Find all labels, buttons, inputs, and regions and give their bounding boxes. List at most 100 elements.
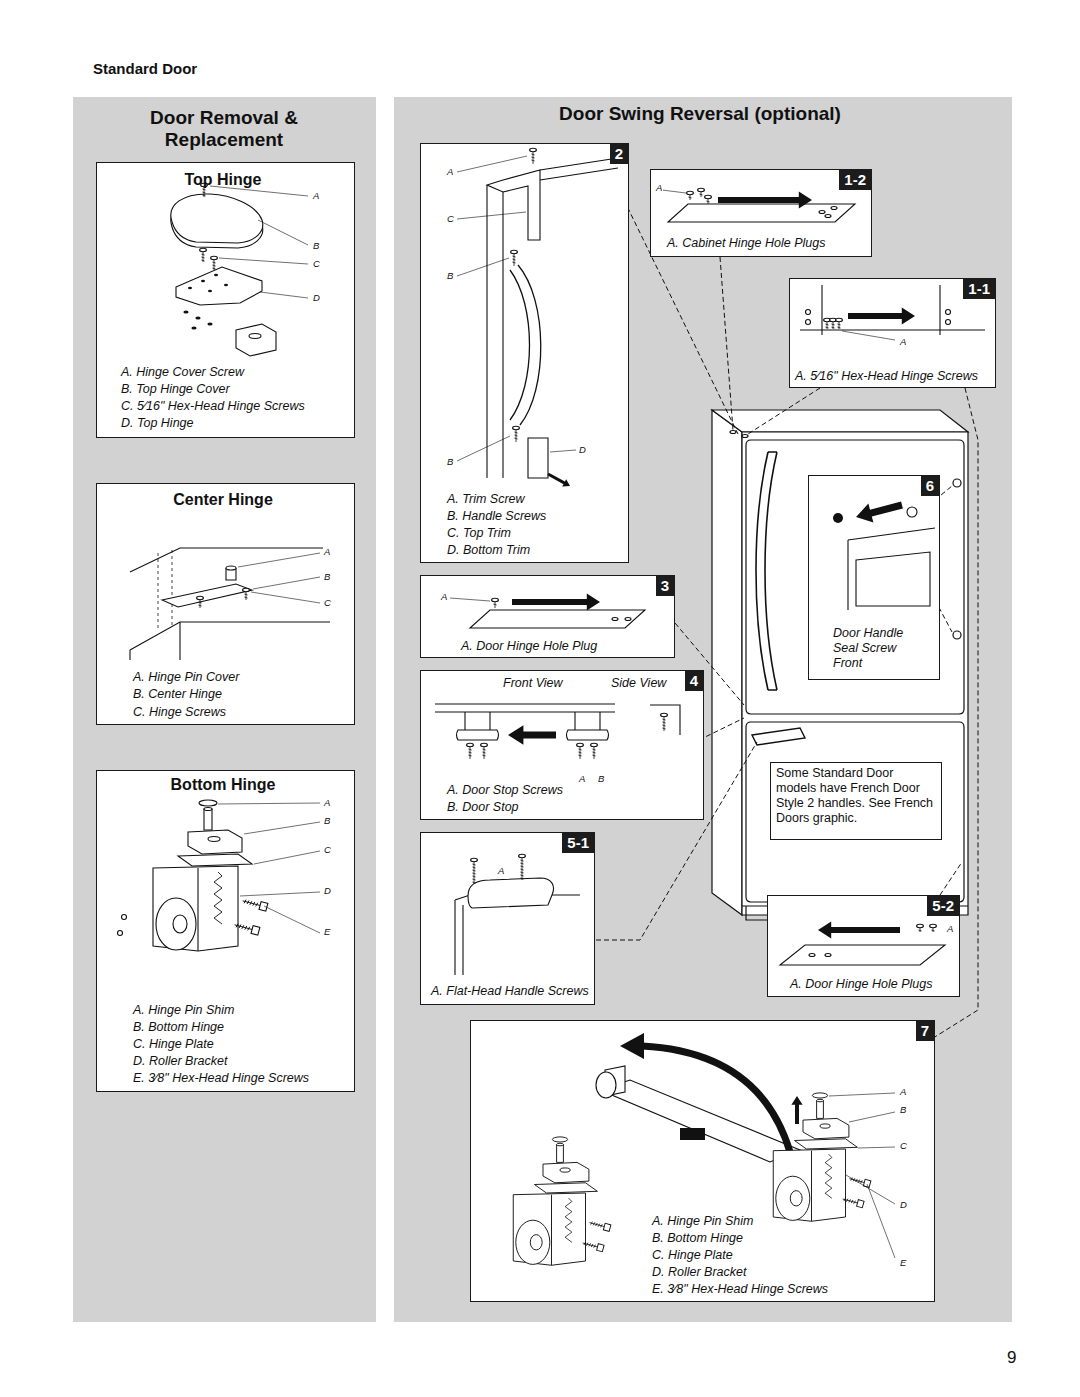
box-heading: Top Hinge (97, 170, 349, 189)
callout-letter: A (655, 183, 663, 193)
box-ground (420, 832, 595, 1005)
legend-line: C. Hinge Screws (133, 705, 226, 720)
box-ground (650, 169, 872, 257)
page-number: 9 (1007, 1349, 1016, 1368)
callout-letter: A (899, 1087, 907, 1097)
step-number: 1-1 (963, 279, 995, 299)
legend-line: A. Door Stop Screws (447, 783, 563, 798)
callout-letter: D (323, 886, 332, 896)
hinge-box: Bottom Hinge A. Hinge Pin Shim B. Bottom H… (96, 770, 355, 1092)
callout-letter: D (899, 1200, 908, 1210)
view-label: Side View (611, 676, 666, 691)
callout-letter: D (312, 293, 321, 303)
step-number: 6 (921, 476, 939, 496)
legend-line: C. Hinge Plate (652, 1248, 733, 1263)
box-ground (420, 575, 675, 658)
legend-line: E. 3⁄8" Hex-Head Hinge Screws (133, 1071, 309, 1086)
legend-line: C. Top Trim (447, 526, 511, 541)
legend-line: A. Hinge Pin Cover (133, 670, 239, 685)
callout-letter: A (578, 774, 586, 784)
step-number: 3 (656, 576, 674, 596)
callout-letter: B (899, 1105, 907, 1115)
legend-line: A. 5⁄16" Hex-Head Hinge Screws (795, 369, 978, 384)
legend-line: B. Bottom Hinge (652, 1231, 743, 1246)
box-heading: Bottom Hinge (97, 775, 349, 794)
box-heading: Center Hinge (97, 490, 349, 509)
callout-letter: E (323, 927, 331, 937)
callout-letter: A (497, 866, 505, 876)
step-number: 1-2 (839, 170, 871, 190)
legend-line: A. Door Hinge Hole Plug (461, 639, 597, 654)
legend-line: A. Hinge Pin Shim (652, 1214, 753, 1229)
legend-line: A. Hinge Pin Shim (133, 1003, 234, 1018)
callout-letter: C (323, 598, 332, 608)
callout-letter: D (578, 445, 587, 455)
box-ground (96, 162, 355, 438)
instruction-panel: Door Swing Reversal (optional) 2 A. Trim S… (394, 97, 1012, 1322)
legend-line: B. Handle Screws (447, 509, 546, 524)
note-box: Some Standard Door models have French Do… (770, 762, 942, 840)
box-ground (789, 278, 996, 388)
callout-letter: B (597, 774, 605, 784)
panel-title: Door Swing Reversal (optional) (394, 103, 1006, 125)
callout-letter: B (446, 457, 454, 467)
box-ground (420, 143, 629, 563)
callout-letter: C (446, 214, 455, 224)
step-box: 7 A. Hinge Pin Shim B. Bottom Hinge C. Hing… (470, 1020, 935, 1302)
box-ground (96, 770, 355, 1092)
legend-line: A. Hinge Cover Screw (121, 365, 244, 380)
callout-letter: A (323, 547, 331, 557)
hinge-box: Center Hinge A. Hinge Pin Cover B. Center … (96, 483, 355, 725)
panel-ground (73, 97, 376, 1322)
callout-letter: C (323, 845, 332, 855)
panel-ground (394, 97, 1012, 1322)
legend-line: B. Bottom Hinge (133, 1020, 224, 1035)
legend-line: B. Center Hinge (133, 687, 222, 702)
box-ground (808, 475, 940, 680)
callout-letter: B (446, 271, 454, 281)
page-title: Standard Door (93, 60, 197, 78)
part-note: Door Handle Seal Screw Front (833, 626, 915, 671)
step-number: 7 (916, 1021, 934, 1041)
step-box: 2 A. Trim Screw B. Handle Screws C. Top Tri… (420, 143, 629, 563)
legend-line: A. Flat-Head Handle Screws (431, 984, 589, 999)
box-ground (470, 1020, 935, 1302)
note-text: Some Standard Door models have French Do… (776, 766, 936, 826)
legend-line: D. Bottom Trim (447, 543, 530, 558)
legend-line: B. Top Hinge Cover (121, 382, 230, 397)
step-number: 2 (610, 144, 628, 164)
step-box: 3 A. Door Hinge Hole Plug (420, 575, 675, 658)
step-box: 6Door Handle Seal Screw Front (808, 475, 940, 680)
callout-letter: A (440, 592, 448, 602)
callout-letter: C (899, 1141, 908, 1151)
legend-line: D. Roller Bracket (133, 1054, 227, 1069)
callout-letter: B (323, 816, 331, 826)
legend-line: A. Cabinet Hinge Hole Plugs (667, 236, 825, 251)
legend-line: A. Door Hinge Hole Plugs (790, 977, 932, 992)
legend-line: E. 3⁄8" Hex-Head Hinge Screws (652, 1282, 828, 1297)
step-box: 5-1 A. Flat-Head Handle Screws (420, 832, 595, 1005)
callout-letter: B (323, 572, 331, 582)
instruction-panel: Door Removal & ReplacementTop HingeA. Hi… (73, 97, 376, 1322)
box-ground (96, 483, 355, 725)
legend-line: D. Roller Bracket (652, 1265, 746, 1280)
legend-line: B. Door Stop (447, 800, 519, 815)
part-drawings (118, 148, 986, 1265)
panel-fills (73, 97, 1012, 1322)
step-number: 5-1 (562, 833, 594, 853)
callout-letter: A (323, 798, 331, 808)
box-fills (96, 143, 996, 1302)
legend-line: A. Trim Screw (447, 492, 525, 507)
legend-line: C. 5⁄16" Hex-Head Hinge Screws (121, 399, 305, 414)
callout-letter: A (446, 167, 454, 177)
callout-letter: E (899, 1258, 907, 1268)
callout-letter: A (312, 191, 320, 201)
box-ground (767, 895, 960, 997)
callout-letter: A (899, 337, 907, 347)
callout-letter: A (946, 924, 954, 934)
view-label: Front View (503, 676, 563, 691)
box-ground (770, 762, 942, 840)
step-box: 4Front ViewSide ViewA. Door Stop ScrewsB… (420, 670, 704, 820)
box-ground (420, 670, 704, 820)
